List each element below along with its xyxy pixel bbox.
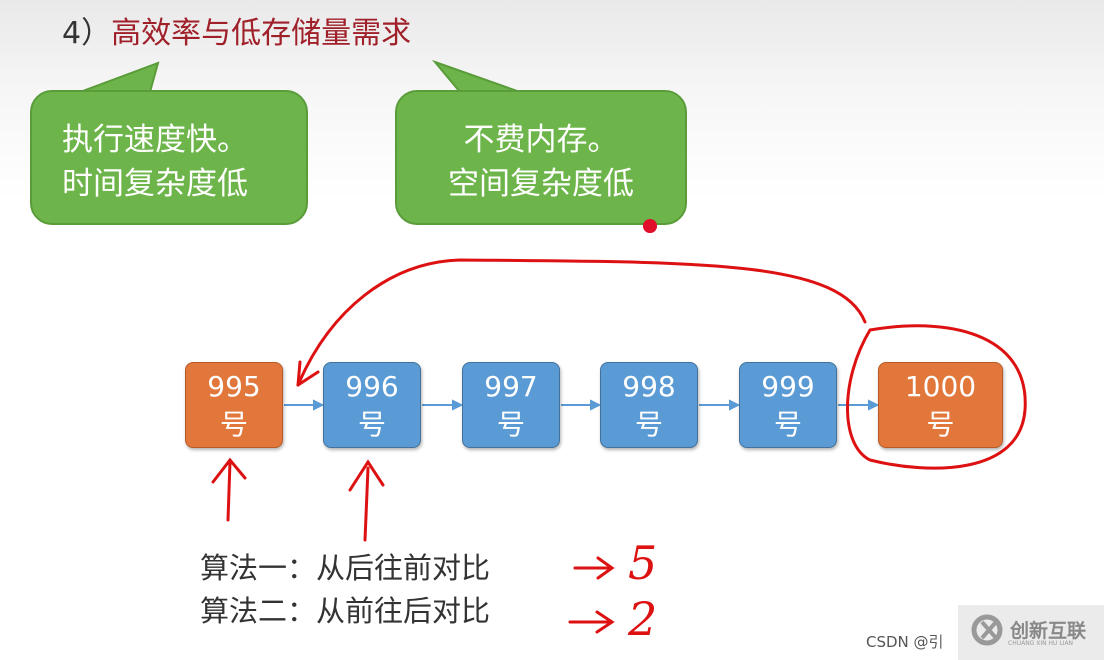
arrow-algo1 — [573, 556, 615, 580]
bubble-tail-right — [431, 59, 521, 93]
circle-1000 — [846, 324, 1027, 470]
csdn-watermark: CSDN @引 — [866, 633, 944, 651]
bubble-line: 空间复杂度低 — [448, 166, 634, 202]
red-handwriting — [211, 258, 1027, 634]
slide-title: 4）高效率与低存储量需求 — [62, 8, 411, 52]
brand-subtitle: CHUANG XIN HU LIAN — [1008, 640, 1074, 647]
arrow-algo2 — [568, 610, 615, 634]
bubble-space-complexity: 不费内存。 空间复杂度低 — [395, 90, 687, 225]
title-number: 4） — [62, 16, 112, 51]
pointer-995 — [211, 457, 247, 522]
algorithm-2: 算法二：从前往后对比 — [200, 594, 491, 628]
return-arrow — [296, 258, 867, 387]
pointer-996 — [348, 459, 385, 542]
brand-name: 创新互联 — [1010, 620, 1087, 642]
bubble-tail-left — [79, 61, 160, 93]
algorithm-1: 算法一：从后往前对比 — [200, 551, 491, 585]
algorithm-2-result: 2 — [628, 592, 658, 646]
bubble-time-complexity: 执行速度快。 时间复杂度低 — [30, 90, 308, 225]
algorithm-1-result: 5 — [628, 536, 658, 590]
node-arrows — [284, 399, 880, 411]
title-text: 高效率与低存储量需求 — [111, 16, 412, 51]
bubble-line: 执行速度快。 — [62, 122, 248, 158]
bubble-line: 不费内存。 — [463, 122, 619, 158]
bubble-line: 时间复杂度低 — [62, 166, 248, 202]
